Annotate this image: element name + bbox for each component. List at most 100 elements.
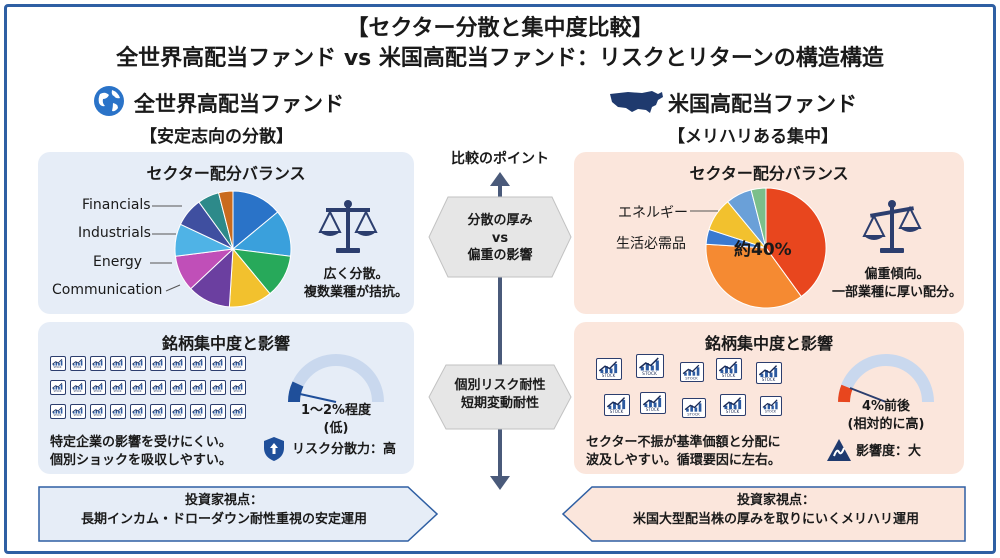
- stock-chart-icon: STOCK: [130, 404, 146, 419]
- svg-text:STOCK: STOCK: [194, 414, 202, 417]
- stock-chart-icon: STOCK: [190, 356, 206, 371]
- stock-chart-icon: STOCK: [70, 404, 86, 419]
- sector-label-communication: Communication: [52, 282, 163, 298]
- sector-label-staples-jp: 生活必需品: [616, 236, 686, 252]
- svg-text:STOCK: STOCK: [114, 390, 122, 393]
- left-concentration-panel: [38, 322, 414, 474]
- svg-text:STOCK: STOCK: [234, 366, 242, 369]
- svg-text:STOCK: STOCK: [722, 373, 736, 378]
- center-box1-text: 分散の厚み vs 偏重の影響: [467, 213, 533, 264]
- left-risk-badge: リスク分散力：高: [292, 442, 397, 457]
- center-box1-shape: [428, 196, 572, 278]
- left-concentration-desc: 特定企業の影響を受けにくい。 個別ショックを吸収しやすい。: [50, 435, 232, 468]
- stock-chart-icon: STOCK: [150, 380, 166, 395]
- stock-chart-icon: STOCK: [170, 380, 186, 395]
- svg-text:STOCK: STOCK: [94, 414, 102, 417]
- left-stock-icon-grid: STOCK STOCK STOCK STOCK STOCK STOCK STOCK STOCK…: [50, 356, 250, 426]
- center-box2-text: 個別リスク耐性 短期変動耐性: [454, 378, 546, 412]
- stock-chart-icon: STOCK: [90, 404, 106, 419]
- right-balance-scale-icon: [860, 196, 924, 264]
- right-bottom-box-shape: [562, 486, 966, 542]
- right-gauge: [838, 354, 934, 403]
- svg-text:STOCK: STOCK: [765, 410, 777, 414]
- svg-text:STOCK: STOCK: [114, 366, 122, 369]
- svg-text:STOCK: STOCK: [687, 412, 700, 416]
- pie-slice: [765, 187, 827, 298]
- pie-slice: [232, 190, 279, 251]
- left-column-subtitle: 【安定志向の分散】: [140, 127, 293, 147]
- stock-chart-icon: STOCK: [110, 404, 126, 419]
- stock-chart-icon: STOCK: [70, 380, 86, 395]
- pie-slice: [750, 187, 767, 249]
- svg-text:STOCK: STOCK: [214, 366, 222, 369]
- left-bottom-box-shape: [38, 486, 438, 542]
- svg-text:STOCK: STOCK: [174, 414, 182, 417]
- stock-chart-icon: STOCK: [110, 356, 126, 371]
- stock-chart-icon: STOCK: [760, 396, 782, 416]
- svg-text:STOCK: STOCK: [134, 390, 142, 393]
- svg-text:STOCK: STOCK: [154, 390, 162, 393]
- stock-chart-icon: STOCK: [170, 356, 186, 371]
- right-concentration-title: 銘柄集中度と影響: [704, 334, 833, 353]
- right-column-subtitle: 【メリハリある集中】: [668, 127, 838, 147]
- stock-chart-icon: STOCK: [150, 404, 166, 419]
- svg-text:STOCK: STOCK: [134, 366, 142, 369]
- usa-map-icon: [608, 88, 664, 120]
- stock-chart-icon: STOCK: [50, 404, 66, 419]
- stock-chart-icon: STOCK: [90, 380, 106, 395]
- svg-text:STOCK: STOCK: [94, 366, 102, 369]
- left-column-title: 全世界高配当ファンド: [134, 92, 344, 116]
- svg-text:STOCK: STOCK: [726, 409, 740, 414]
- svg-text:STOCK: STOCK: [74, 390, 82, 393]
- svg-text:STOCK: STOCK: [602, 373, 616, 378]
- left-gauge-label: 1～2%程度 (低): [300, 403, 372, 436]
- center-box2-shape: [428, 364, 572, 430]
- svg-text:STOCK: STOCK: [74, 414, 82, 417]
- stock-chart-icon: STOCK: [70, 356, 86, 371]
- svg-text:STOCK: STOCK: [174, 366, 182, 369]
- svg-text:STOCK: STOCK: [54, 390, 62, 393]
- stock-chart-icon: STOCK: [230, 404, 246, 419]
- svg-text:STOCK: STOCK: [234, 414, 242, 417]
- left-sector-panel-title: セクター配分バランス: [146, 164, 306, 183]
- svg-text:STOCK: STOCK: [610, 409, 624, 414]
- stock-chart-icon: STOCK: [90, 356, 106, 371]
- stock-chart-icon: STOCK: [210, 380, 226, 395]
- svg-text:STOCK: STOCK: [762, 377, 776, 382]
- warning-triangle-icon: [826, 438, 852, 466]
- pie-slice: [217, 190, 234, 250]
- stock-chart-icon: STOCK: [170, 404, 186, 419]
- svg-text:STOCK: STOCK: [194, 366, 202, 369]
- left-concentration-title: 銘柄集中度と影響: [161, 334, 290, 353]
- stock-chart-icon: STOCK: [50, 380, 66, 395]
- stock-chart-icon: STOCK: [130, 380, 146, 395]
- svg-text:STOCK: STOCK: [646, 407, 660, 412]
- stock-chart-icon: STOCK: [150, 356, 166, 371]
- stock-chart-icon: STOCK: [50, 356, 66, 371]
- stock-chart-icon: STOCK: [756, 362, 782, 384]
- svg-text:STOCK: STOCK: [154, 414, 162, 417]
- left-investor-view: 投資家視点： 長期インカム・ドローダウン耐性重視の安定運用: [80, 493, 367, 527]
- sector-label-energy: Energy: [93, 254, 143, 270]
- left-sector-note: 広く分散。 複数業種が拮抗。: [303, 267, 408, 300]
- globe-icon: [92, 84, 126, 122]
- svg-text:STOCK: STOCK: [214, 390, 222, 393]
- right-investor-view: 投資家視点： 米国大型配当株の厚みを取りにいくメリハリ運用: [632, 493, 919, 527]
- svg-text:STOCK: STOCK: [642, 371, 657, 376]
- sector-label-energy-jp: エネルギー: [618, 205, 688, 221]
- svg-text:STOCK: STOCK: [154, 366, 162, 369]
- svg-text:STOCK: STOCK: [174, 390, 182, 393]
- stock-chart-icon: STOCK: [636, 354, 664, 378]
- outer-frame: [4, 4, 996, 554]
- svg-text:STOCK: STOCK: [214, 414, 222, 417]
- left-leader-lines: [150, 205, 182, 292]
- center-heading: 比較のポイント: [451, 151, 549, 167]
- svg-text:STOCK: STOCK: [234, 390, 242, 393]
- stock-chart-icon: STOCK: [230, 380, 246, 395]
- stock-chart-icon: STOCK: [190, 380, 206, 395]
- stock-chart-icon: STOCK: [210, 404, 226, 419]
- stock-chart-icon: STOCK: [190, 404, 206, 419]
- stock-chart-icon: STOCK: [130, 356, 146, 371]
- svg-text:STOCK: STOCK: [134, 414, 142, 417]
- stock-chart-icon: STOCK: [596, 358, 622, 380]
